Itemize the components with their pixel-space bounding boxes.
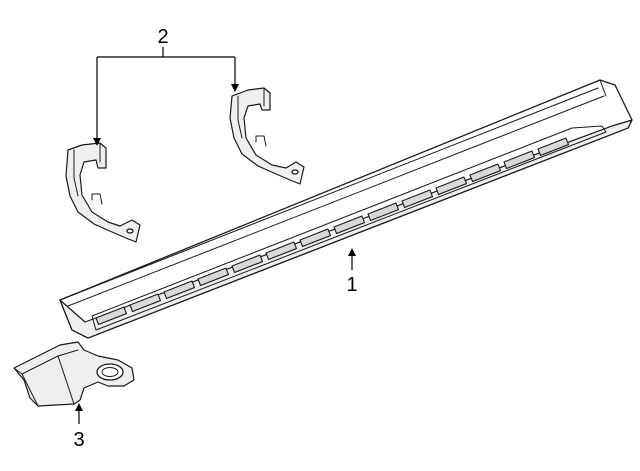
arrow-head [75, 403, 83, 411]
tread-pad [503, 150, 536, 170]
tread-pad [265, 241, 298, 261]
tread-pad [129, 293, 162, 313]
end-cap-mount-hole-inner [101, 367, 119, 377]
callout-1-leader [348, 248, 356, 270]
end-cap-top-edge [13, 349, 79, 407]
tread-pad [367, 202, 400, 222]
arrow-head [231, 84, 239, 92]
callout-3-leader [75, 403, 83, 424]
tread-pads [95, 137, 570, 326]
left-bracket-bolt-hole [126, 228, 134, 234]
left-bracket-flange [73, 142, 103, 205]
tread-pad [469, 163, 502, 183]
arrow-head [93, 138, 101, 146]
arrow-head [348, 248, 356, 256]
tread-pad [95, 306, 128, 326]
tread-pad [401, 189, 434, 209]
right-mounting-bracket[interactable] [229, 87, 305, 185]
callout-label-3: 3 [73, 429, 84, 451]
running-board-ridge [59, 79, 607, 307]
callout-2-leader [93, 47, 239, 146]
right-bracket-bolt-hole [291, 169, 299, 175]
running-board[interactable] [59, 79, 633, 339]
right-bracket-flange [237, 87, 267, 147]
callout-label-1: 1 [346, 274, 357, 296]
tread-pad [299, 228, 332, 248]
tread-pad [333, 215, 366, 235]
tread-pad [231, 254, 264, 274]
tread-pad [163, 280, 196, 300]
tread-pad [537, 137, 570, 157]
callout-label-2: 2 [157, 26, 168, 48]
tread-pad [435, 176, 468, 196]
running-board-tread-well [91, 125, 607, 331]
end-cap-body [13, 341, 135, 407]
left-mounting-bracket[interactable] [65, 142, 141, 243]
end-cap-mount-hole [96, 363, 124, 381]
tread-pad [197, 267, 230, 287]
end-cap[interactable] [13, 341, 135, 407]
